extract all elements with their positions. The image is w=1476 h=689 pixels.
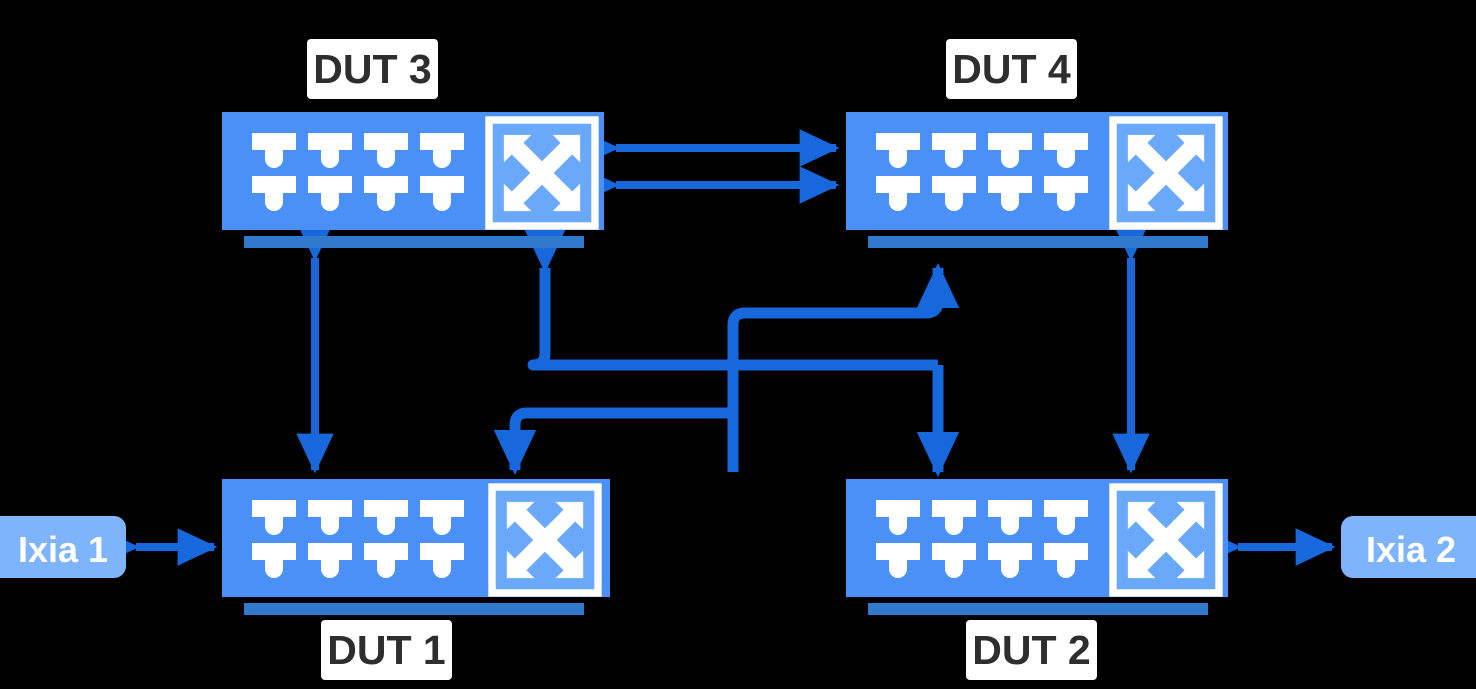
ixia2-label-text: Ixia 2 xyxy=(1366,529,1456,570)
link-dut2-to-dut1-leg xyxy=(493,407,734,476)
node-dut3[interactable] xyxy=(222,112,604,248)
dut1-crossbar-switch-icon xyxy=(492,487,598,593)
node-dut1[interactable] xyxy=(222,479,610,615)
dut1-base-bar xyxy=(244,603,584,615)
ixia1-box xyxy=(0,516,126,578)
dut3-base-bar xyxy=(244,236,584,248)
dut2-label: DUT 2 xyxy=(966,620,1097,680)
dut4-crossbar-switch-icon xyxy=(1113,120,1219,226)
dut3-label-text: DUT 3 xyxy=(313,46,431,92)
node-dut2[interactable] xyxy=(846,479,1228,615)
link-dut2-dut3-crossing xyxy=(523,227,938,371)
node-dut4[interactable] xyxy=(846,112,1228,248)
dut1-label-background xyxy=(321,620,452,680)
dut3-label: DUT 3 xyxy=(307,39,438,99)
node-ixia1[interactable]: Ixia 1 xyxy=(0,516,126,578)
dut4-base-bar xyxy=(868,236,1208,248)
ixia1-label-text: Ixia 1 xyxy=(18,529,108,570)
dut4-label-background xyxy=(946,39,1077,99)
dut2-label-background xyxy=(966,620,1097,680)
dut1-label-text: DUT 1 xyxy=(327,627,445,673)
link-dut1-dut4-crossing xyxy=(727,262,960,472)
dut3-crossbar-switch-icon xyxy=(489,120,595,226)
dut2-crossbar-switch-icon xyxy=(1113,487,1219,593)
dut1-label: DUT 1 xyxy=(321,620,452,680)
ixia2-box xyxy=(1341,516,1476,578)
dut2-label-text: DUT 2 xyxy=(972,627,1090,673)
dut3-label-background xyxy=(307,39,438,99)
dut4-label-text: DUT 4 xyxy=(952,46,1071,92)
dut4-label: DUT 4 xyxy=(946,39,1077,99)
dut2-base-bar xyxy=(868,603,1208,615)
node-ixia2[interactable]: Ixia 2 xyxy=(1341,516,1476,578)
